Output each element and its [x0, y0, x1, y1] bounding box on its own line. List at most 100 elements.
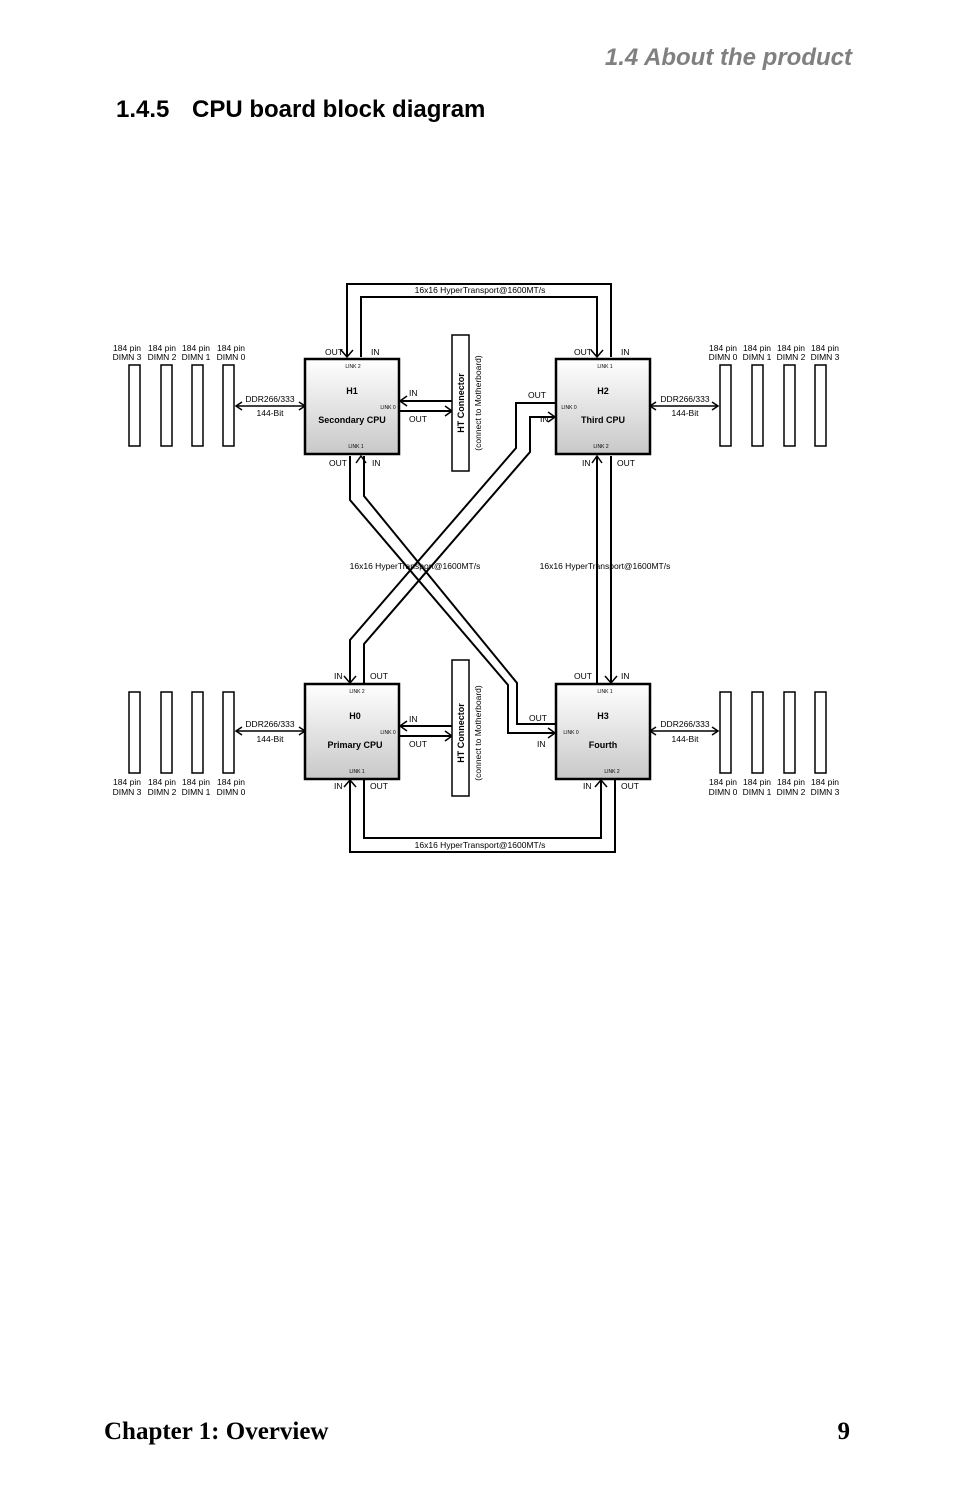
- dimm-slot-h3-0: [719, 691, 732, 774]
- cpu-box: [554, 357, 652, 456]
- port-label: IN: [583, 781, 592, 791]
- ht-connectors: HT Connector (connect to Motherboard) HT…: [451, 334, 483, 797]
- port-label: IN: [540, 414, 549, 424]
- dimm-pin-label: 184 pin: [777, 777, 805, 787]
- port-label: OUT: [574, 347, 592, 357]
- section-number: 1.4.5: [116, 96, 170, 123]
- arrow-head: [591, 454, 603, 464]
- link-label: LINK 1: [349, 769, 365, 775]
- arrow-head: [590, 349, 604, 359]
- ht-connector-sublabel: (connect to Motherboard): [473, 685, 483, 781]
- port-label: IN: [334, 781, 343, 791]
- dimm-pin-label: 184 pin: [743, 343, 771, 353]
- dimm-slot-h3-1: [751, 691, 764, 774]
- dimm-name-label: DIMN 2: [148, 787, 177, 797]
- dimm-name-label: DIMN 1: [182, 352, 211, 362]
- cpu-name: Primary CPU: [327, 740, 382, 750]
- dimm-pin-label: 184 pin: [113, 777, 141, 787]
- port-label: IN: [409, 388, 418, 398]
- cpu-box: [303, 682, 401, 781]
- ht-connector-top: [451, 334, 470, 472]
- port-label: OUT: [325, 347, 343, 357]
- link-label: LINK 0: [380, 405, 396, 411]
- dimm-pin-label: 184 pin: [217, 343, 245, 353]
- port-label: IN: [537, 739, 546, 749]
- arrow-head: [340, 349, 354, 359]
- dimm-name-label: DIMN 2: [777, 352, 806, 362]
- link-label: LINK 2: [345, 364, 361, 370]
- arrow-head: [234, 726, 243, 736]
- dimm-pin-label: 184 pin: [811, 343, 839, 353]
- dimm-slot-h1-3: [128, 364, 141, 447]
- dimm-name-label: DIMN 1: [743, 787, 772, 797]
- link-label: LINK 0: [380, 730, 396, 736]
- ht-bus-bottom-outer: [349, 780, 616, 853]
- dimm-slot-h1-2: [160, 364, 173, 447]
- dimm-name-label: DIMN 0: [217, 787, 246, 797]
- arrow-head: [355, 454, 367, 464]
- dimm-pin-label: 184 pin: [743, 777, 771, 787]
- dimm-slot-h2-3: [814, 364, 827, 447]
- dimm-slots: [128, 364, 827, 774]
- ddr-label: DDR266/333: [660, 394, 709, 404]
- port-labels: OUT IN IN OUT OUT IN OUT IN OUT IN IN OU…: [325, 347, 639, 791]
- link-label: LINK 1: [348, 444, 364, 450]
- cpu-name: Secondary CPU: [318, 415, 386, 425]
- ht-labels: 16x16 HyperTransport@1600MT/s 16x16 Hype…: [350, 285, 671, 850]
- port-label: OUT: [574, 671, 592, 681]
- footer-chapter: Chapter 1: Overview: [104, 1418, 329, 1445]
- ddr-label: DDR266/333: [660, 719, 709, 729]
- dimm-slot-h3-2: [783, 691, 796, 774]
- dimm-pin-label: 184 pin: [217, 777, 245, 787]
- link-label: LINK 0: [563, 730, 579, 736]
- arrow-head: [711, 726, 720, 736]
- port-label: IN: [334, 671, 343, 681]
- link-label: LINK 1: [597, 689, 613, 695]
- cpu-box: [303, 357, 401, 456]
- port-label: OUT: [528, 390, 546, 400]
- dimm-name-label: DIMN 3: [113, 352, 142, 362]
- bit-label: 144-Bit: [257, 734, 285, 744]
- port-label: IN: [621, 671, 630, 681]
- ddr-label: DDR266/333: [245, 719, 294, 729]
- port-label: OUT: [370, 671, 388, 681]
- ht-bus-top-inner: [360, 296, 598, 357]
- dimm-pin-label: 184 pin: [148, 777, 176, 787]
- dimm-name-label: DIMN 3: [113, 787, 142, 797]
- dimm-slot-h2-2: [783, 364, 796, 447]
- port-label: OUT: [409, 414, 427, 424]
- dimm-slot-h0-1: [191, 691, 204, 774]
- dimm-slot-h2-1: [751, 364, 764, 447]
- port-label: IN: [621, 347, 630, 357]
- dimm-name-label: DIMN 2: [148, 352, 177, 362]
- ht-buses: [346, 283, 616, 853]
- ht-connector-sublabel: (connect to Motherboard): [473, 355, 483, 451]
- arrow-head: [711, 401, 720, 411]
- dimm-name-label: DIMN 1: [743, 352, 772, 362]
- dimm-pin-label: 184 pin: [182, 343, 210, 353]
- dimm-name-label: DIMN 3: [811, 352, 840, 362]
- dimm-pin-label: 184 pin: [777, 343, 805, 353]
- dimm-slot-h0-0: [222, 691, 235, 774]
- ddr-labels: DDR266/333 144-Bit DDR266/333 144-Bit DD…: [245, 394, 709, 744]
- ht-bus-cross-b-inner: [363, 456, 555, 725]
- link-label: LINK 2: [604, 769, 620, 775]
- dimm-pin-label: 184 pin: [148, 343, 176, 353]
- dimm-pin-label: 184 pin: [113, 343, 141, 353]
- cpu-h0: H0 Primary CPU LINK 2 LINK 0 LINK 1: [303, 682, 401, 781]
- dimm-slot-h1-1: [191, 364, 204, 447]
- link-label: LINK 2: [349, 689, 365, 695]
- cpu-h1: H1 Secondary CPU LINK 2 LINK 0 LINK 1: [303, 357, 401, 456]
- cpu-box: [554, 682, 652, 781]
- dimm-slot-h3-3: [814, 691, 827, 774]
- ddr-label: DDR266/333: [245, 394, 294, 404]
- cpu-h2: H2 Third CPU LINK 1 LINK 0 LINK 2: [554, 357, 652, 456]
- cpu-id: H1: [346, 386, 358, 396]
- bit-label: 144-Bit: [672, 734, 700, 744]
- dimm-name-label: DIMN 0: [709, 352, 738, 362]
- ht-label-top: 16x16 HyperTransport@1600MT/s: [415, 285, 546, 295]
- dimm-name-label: DIMN 0: [709, 787, 738, 797]
- link-label: LINK 0: [561, 405, 577, 411]
